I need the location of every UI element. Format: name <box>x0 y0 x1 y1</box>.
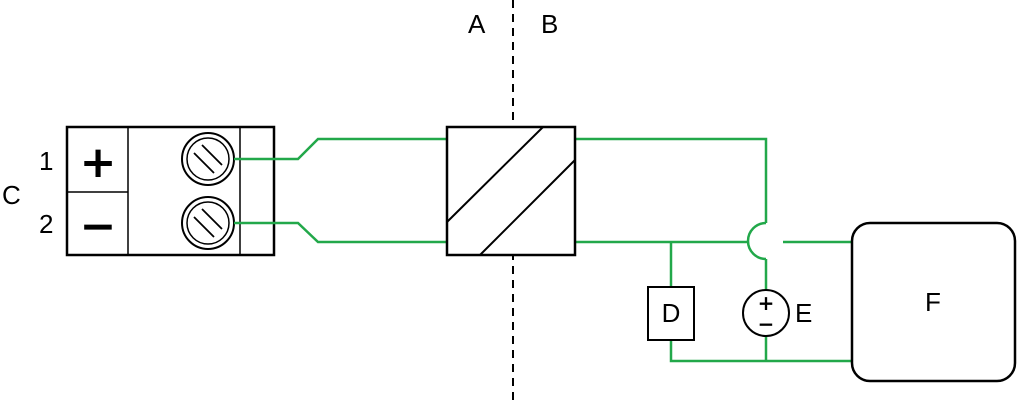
wire-terminal-1 <box>234 137 447 161</box>
screw-icon <box>181 132 235 186</box>
device-f: F <box>850 221 1017 383</box>
terminal-block: + − <box>65 125 276 257</box>
source-plus-symbol: + <box>758 291 775 315</box>
wire-terminal-2 <box>234 221 447 244</box>
terminal-block-label: C <box>2 180 21 210</box>
source-minus-symbol: − <box>758 312 775 336</box>
terminal-1-label: 1 <box>39 146 53 176</box>
wire-crossover <box>746 221 767 261</box>
zone-a-label: A <box>468 9 486 39</box>
wire-d-bottom <box>669 340 852 363</box>
plus-symbol: + <box>80 137 117 188</box>
dc-voltage-source-icon: + − <box>742 289 790 337</box>
isolation-barrier-icon <box>445 125 577 257</box>
terminal-2-label: 2 <box>39 209 53 239</box>
component-d: D <box>647 286 695 341</box>
device-f-label: F <box>925 287 941 317</box>
wire-output-top <box>575 137 768 223</box>
component-d-label: D <box>662 298 681 328</box>
wires <box>234 137 852 363</box>
source-e-label: E <box>795 298 812 328</box>
screw-icon <box>181 196 235 250</box>
minus-symbol: − <box>80 201 117 252</box>
zone-b-label: B <box>541 9 558 39</box>
